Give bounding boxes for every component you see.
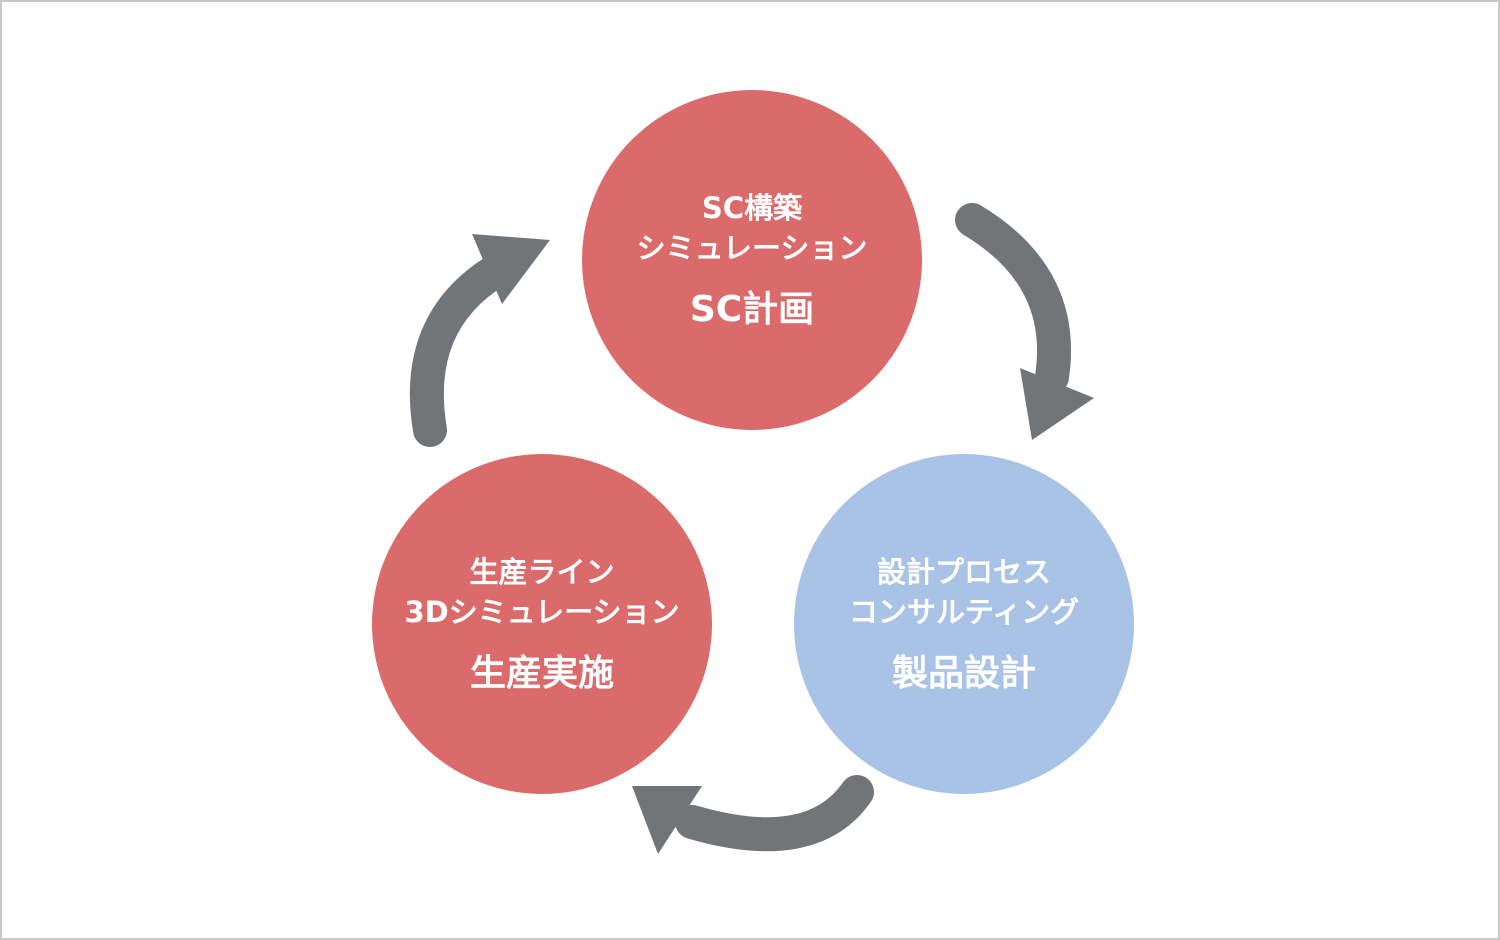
arrow-right-to-left-head xyxy=(632,786,702,854)
arrow-top-to-right-shaft xyxy=(955,203,1072,394)
node-production-title: 生産実施 xyxy=(469,653,614,694)
node-sc-plan-line2: シミュレーション xyxy=(636,231,868,265)
node-sc-plan: SC構築 シミュレーション SC計画 xyxy=(582,90,922,430)
arrow-left-to-top-head xyxy=(472,234,550,304)
node-production-line1: 生産ライン xyxy=(469,555,615,589)
node-product-design-title: 製品設計 xyxy=(891,653,1036,694)
node-product-design: 設計プロセス コンサルティング 製品設計 xyxy=(794,454,1134,794)
node-sc-plan-title: SC計画 xyxy=(689,289,815,330)
node-sc-plan-line1: SC構築 xyxy=(701,191,803,225)
node-production: 生産ライン 3Dシミュレーション 生産実施 xyxy=(372,454,712,794)
node-production-line2: 3Dシミュレーション xyxy=(404,595,680,629)
arrow-top-to-right-head xyxy=(1020,368,1094,440)
node-product-design-line2: コンサルティング xyxy=(848,595,1080,629)
arrow-right-to-left-shaft xyxy=(675,775,874,852)
arrow-left-to-top-shaft xyxy=(409,253,514,447)
node-product-design-line1: 設計プロセス xyxy=(876,555,1051,589)
